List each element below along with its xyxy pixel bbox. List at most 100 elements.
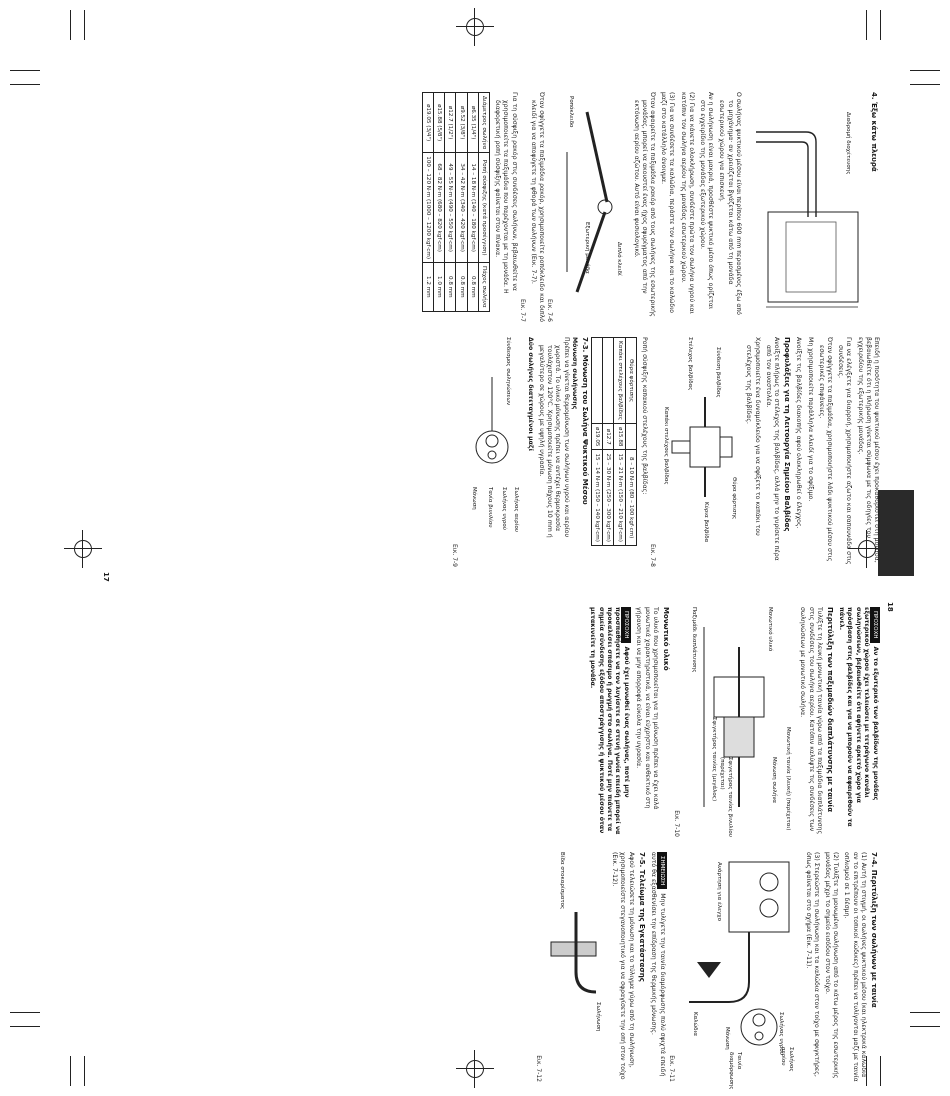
table-cell: 1.0 mm bbox=[433, 262, 445, 312]
fig11-check: Ανάρτηση για έλεγχο bbox=[716, 862, 723, 921]
page-number-left: 17 bbox=[102, 572, 110, 582]
fig9-coupling: Σύνδεσμος σωληνώσεων bbox=[504, 337, 511, 406]
insulation-text: Το υλικό που χρησιμοποιείται για τη μόνω… bbox=[635, 607, 659, 810]
table-cell: Καπάκι στελέχους βαλβίδας bbox=[613, 337, 626, 424]
section-7-4-item-1: (1) Αυτή τη στιγμή, οι σωλήνες ψυκτικού … bbox=[843, 852, 867, 1082]
col2-bullet-2: Όταν σφίγγετε τα παξιμάδια, χρησιμοποιήσ… bbox=[817, 337, 833, 562]
fig10-tape: Μονωτική ταινία (λευκή) (παρέχεται) bbox=[785, 727, 792, 831]
table-cell: 0.8 mm bbox=[467, 262, 479, 312]
table-cell: ø19.05 (3/4") bbox=[422, 92, 434, 153]
table-cell: 8 – 10 N·m (80 – 100 kgf·cm) bbox=[625, 449, 637, 546]
section-7-5-heading: 7-5. Τελείωμα της Εγκατάστασης bbox=[637, 852, 646, 982]
fig6-spanner: Διπλό κλειδί bbox=[616, 242, 623, 276]
routing-figure: Διαδρομή διοχέτευσης bbox=[746, 92, 866, 322]
fig10-material: Μονωτικό υλικό bbox=[767, 607, 774, 652]
table-cell: ø12.7 bbox=[602, 423, 614, 450]
section-7-3-sub: Μόνωση σωλήνωσης bbox=[570, 337, 578, 410]
registration-mark-bottom bbox=[456, 1050, 494, 1088]
table-cell: ø12.7 (1/2") bbox=[444, 92, 456, 153]
table-cell: 0.8 mm bbox=[455, 262, 468, 312]
section-7-4-heading: 7-4. Περιτύλιξη των σωλήνων με ταινία bbox=[870, 852, 878, 1008]
wall-seal-figure: Βίδα στοκαρίσματος Σωλήνωση bbox=[546, 852, 606, 1082]
table-header-torque: Ροπή σύσφιξης (κατά προσέγγιση) bbox=[478, 152, 490, 263]
fig10-insul: Μόνωση σωλήνα bbox=[771, 757, 778, 804]
table-row: ø15.88 (5/8") 68 – 82 N·m (680 – 820 kgf… bbox=[433, 92, 445, 312]
flare-wrap-heading: Περιτύλιξη των παξιμαδιών διαπλάτυνσης μ… bbox=[825, 607, 834, 813]
fig9-liquid: Σωλήνας υγρού bbox=[500, 487, 507, 530]
manual-page: 4. Έξω κάτω πλευρά Διαδρομή διοχέτευσης … bbox=[100, 92, 894, 1092]
fig6-outside: Εξωτερική μονάδα bbox=[584, 222, 591, 274]
col1-bullet-2: Αν η σωλήνωση είναι μακριά, προσθέστε ψυ… bbox=[698, 92, 715, 310]
col2-bullet-4: Ανοίξτε τις βαλβίδες διακοπής αφού ολοκλ… bbox=[795, 337, 803, 529]
table-row: ø9.52 (3/8") 34 – 42 N·m (340 – 420 kgf·… bbox=[455, 92, 468, 312]
col1-heading: 4. Έξω κάτω πλευρά bbox=[870, 92, 878, 172]
table-cell: ø9.52 (3/8") bbox=[455, 92, 468, 153]
fig9-insulation: Μόνωση bbox=[470, 487, 477, 510]
section-7-5-text: Αφού τελειώσετε τη μόνωση και το τύλιγμα… bbox=[611, 852, 635, 1080]
registration-mark-top bbox=[456, 8, 494, 46]
table-row: ø6.35 (1/4") 14 – 18 N·m (140 – 180 kgf·… bbox=[467, 92, 479, 312]
pipe-bundle-figure: Σωλήνας αερίου Σωλήνας υγρού Τανία βινυλ… bbox=[462, 337, 522, 567]
valve-bullet-1: Ανοίξτε πλήρως το στέλεχος της βαλβίδας,… bbox=[764, 337, 780, 561]
fig11-insulation: Μόνωση bbox=[724, 1027, 731, 1050]
col1-step-3: (3) Για να συνδέσετε τα καλώδια, περάστε… bbox=[660, 92, 676, 314]
col1-bullet-1: Ο σωλήνας ψυκτικού μέσου είναι περίπου 6… bbox=[718, 92, 742, 315]
fig12-piping: Σωλήνωση bbox=[594, 1002, 601, 1032]
insulation-heading: Μονωτικό υλικό bbox=[661, 607, 670, 671]
table-cell: 34 – 42 N·m (340 – 420 kgf·cm) bbox=[455, 152, 468, 263]
flare-torque-table: Διάμετρος σωλήνα Ροπή σύσφιξης (κατά προ… bbox=[422, 92, 490, 312]
valve-diagram bbox=[671, 397, 733, 497]
registration-mark-right bbox=[848, 530, 886, 568]
table-cell: 49 – 55 N·m (490 – 550 kgf·cm) bbox=[444, 152, 456, 263]
section-7-4-item-3: (3) Στερεώστε τη σωλήνωση και τα καλώδια… bbox=[804, 852, 820, 1077]
table-row: ø19.05 (3/4") 100 – 120 N·m (1000 – 1200… bbox=[422, 92, 434, 312]
fig8-number: Εικ. 7-8 bbox=[649, 544, 657, 567]
fig11-tape: Ταινία διαμόρφωσης bbox=[728, 1052, 743, 1090]
col2-intro: Επειδή η ποσότητα του ψυκτικού μέσου έχε… bbox=[856, 337, 880, 563]
table-cell: 100 – 120 N·m (1000 – 1200 kgf·cm) bbox=[422, 152, 434, 263]
table-header-thickness: Πάχος σωλήνα bbox=[478, 262, 490, 312]
caution-badge-2: ΠΡΟΣΟΧΗ bbox=[620, 607, 632, 643]
page-number-right: 18 bbox=[886, 602, 894, 612]
table-cell: ø6.35 (1/4") bbox=[467, 92, 479, 153]
column-2: Επειδή η ποσότητα του ψυκτικού μέσου έχε… bbox=[100, 337, 880, 567]
fig10-clamp-vinyl: Σφιγκτήρας ταινίας βινυλίου (παρέχεται) bbox=[718, 757, 734, 837]
table-cell: 15 – 21 N·m (150 – 210 kgf·cm) bbox=[613, 449, 626, 546]
section-7-4-item-2: (2) Τυλίξτε τη μονωμένη σωλήνωση από το … bbox=[823, 852, 840, 1079]
table-cell: 1.2 mm bbox=[422, 262, 434, 312]
valve-bullet-2: Χρησιμοποιείτε ένα δυναμόκλειδο για να σ… bbox=[745, 337, 761, 536]
flare-wrap-figure: Μονωτική ταινία (λευκή) (παρέχεται) Μόνω… bbox=[684, 607, 794, 837]
torque-intro: Ροπή σύσφιξης καπακιού στελέχους της βαλ… bbox=[640, 337, 648, 495]
fig10-nut: Παξιμάδι διαπλάτυνσης bbox=[691, 607, 698, 673]
table-row: ø12.7 (1/2") 49 – 55 N·m (490 – 550 kgf·… bbox=[444, 92, 456, 312]
wrench-figure: Διπλό κλειδί Ροπόκλειδο Εξωτερική μονάδα bbox=[557, 92, 627, 322]
routing-diagram bbox=[755, 131, 859, 308]
fig8-main-valve: Κύρια βαλβίδα bbox=[703, 502, 710, 543]
table-cell: ø19.05 bbox=[591, 423, 603, 450]
table-header-diameter: Διάμετρος σωλήνα bbox=[478, 92, 490, 153]
fig12-number: Εικ. 7-12 bbox=[534, 1055, 542, 1082]
fig8-joint: Σύνδεση βαλβίδας bbox=[715, 347, 722, 398]
valve-figure: Θύρα φόρτισης Κύρια βαλβίδα Στέλεχος βαλ… bbox=[660, 337, 740, 567]
table-cell: 0.8 mm bbox=[444, 262, 456, 312]
flare-wrap-text: Τυλίξτε τη λευκή μονωτική ταινία γύρω απ… bbox=[799, 607, 823, 835]
fig7-number: Εικ. 7-7 bbox=[518, 299, 526, 322]
caution-badge: ΠΡΟΣΟΧΗ bbox=[869, 607, 880, 643]
table-intro: Για τη σύσφιξη ρακόρ στις συνδέσεις σωλή… bbox=[494, 92, 518, 294]
fig9-title: Δύο σωλήνες διατεταγμένοι μαζί bbox=[526, 337, 534, 451]
col2-bullet-3: Μη χρησιμοποιείτε παράλληλα κλειδί για τ… bbox=[806, 337, 814, 502]
column-1: 4. Έξω κάτω πλευρά Διαδρομή διοχέτευσης … bbox=[100, 92, 880, 322]
wall-routing-diagram bbox=[689, 861, 790, 1046]
routing-label: Διαδρομή διοχέτευσης bbox=[844, 112, 851, 175]
fig8-stem: Στέλεχος βαλβίδας bbox=[687, 337, 694, 391]
fig9-tape: Τανία βινυλίου bbox=[486, 487, 493, 528]
table-cell: 25 – 30 N·m (250 – 300 kgf·cm) bbox=[602, 449, 614, 546]
fig11-cables: Καλώδια bbox=[692, 1012, 699, 1036]
fig8-capnut: Καπάκι στελέχους βαλβίδας bbox=[663, 407, 670, 485]
table-cell: 68 – 82 N·m (680 – 820 kgf·cm) bbox=[433, 152, 445, 263]
